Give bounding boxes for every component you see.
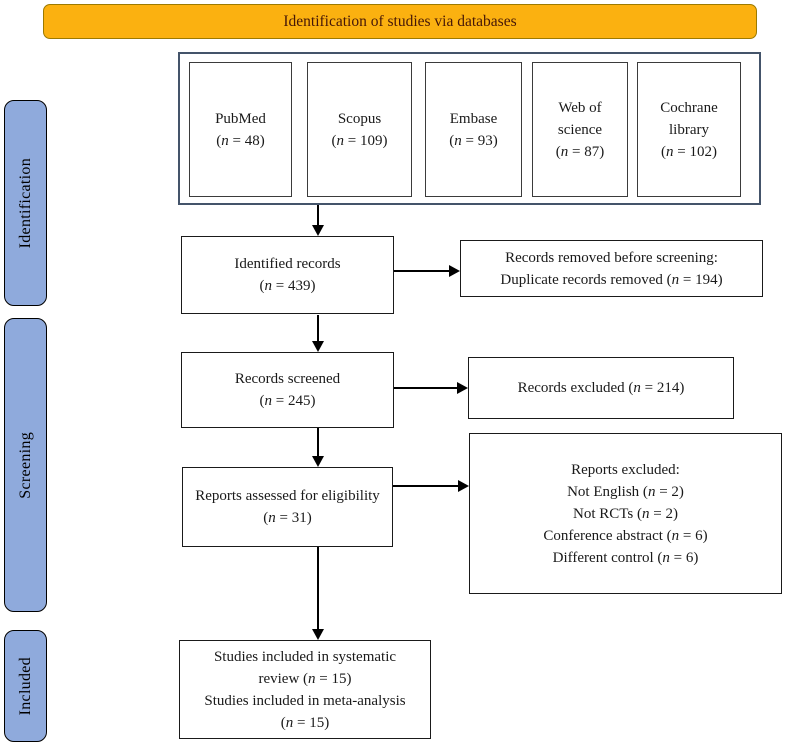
banner-identification-via-databases: Identification of studies via databases bbox=[43, 4, 757, 39]
stage-identification-label: Identification bbox=[16, 157, 34, 249]
db-box-cochrane-library: Cochrane library (n = 102) bbox=[637, 62, 741, 197]
db-count: (n = 93) bbox=[449, 132, 498, 149]
db-count: (n = 102) bbox=[661, 143, 717, 160]
flow-box-line: Records excluded (n = 214) bbox=[517, 380, 685, 396]
flow-box-line: Studies included in systematic bbox=[213, 648, 397, 665]
right-arrow-icon bbox=[393, 480, 469, 492]
db-box-pubmed: PubMed (n = 48) bbox=[189, 62, 292, 197]
db-name: Web of science bbox=[557, 99, 603, 138]
stage-included-label: Included bbox=[16, 656, 34, 716]
right-arrow-icon bbox=[394, 265, 460, 277]
flow-box-identified-records: Identified records (n = 439) bbox=[181, 236, 394, 314]
db-count: (n = 48) bbox=[216, 132, 265, 149]
flow-box-line: Not RCTs (n = 2) bbox=[573, 505, 678, 522]
down-arrow-icon bbox=[312, 547, 324, 640]
flow-box-records-excluded: Records excluded (n = 214) bbox=[468, 357, 734, 419]
flow-box-records-removed: Records removed before screening: Duplic… bbox=[460, 240, 763, 297]
stage-included: Included bbox=[4, 630, 47, 742]
stage-screening: Screening bbox=[4, 318, 47, 612]
db-name: Embase bbox=[449, 110, 498, 127]
flow-box-line: Reports excluded: bbox=[571, 461, 680, 478]
down-arrow-icon bbox=[312, 428, 324, 467]
flow-box-reports-assessed: Reports assessed for eligibility (n = 31… bbox=[182, 467, 393, 547]
flow-box-reports-excluded: Reports excluded: Not English (n = 2) No… bbox=[469, 433, 782, 594]
down-arrow-icon bbox=[312, 315, 324, 352]
db-box-web-of-science: Web of science (n = 87) bbox=[532, 62, 628, 197]
flow-box-line: (n = 31) bbox=[263, 510, 312, 526]
db-name: Scopus bbox=[337, 110, 382, 127]
db-name: Cochrane library bbox=[660, 99, 718, 138]
stage-screening-label: Screening bbox=[16, 431, 34, 499]
flow-box-line: Different control (n = 6) bbox=[552, 549, 699, 566]
db-name: PubMed bbox=[215, 110, 266, 127]
flow-box-line: Duplicate records removed (n = 194) bbox=[500, 271, 723, 288]
flow-box-line: (n = 245) bbox=[259, 393, 316, 409]
right-arrow-icon bbox=[394, 382, 468, 394]
flow-box-records-screened: Records screened (n = 245) bbox=[181, 352, 394, 428]
flow-box-line: Conference abstract (n = 6) bbox=[543, 527, 708, 544]
flow-box-line: Studies included in meta-analysis bbox=[204, 692, 406, 709]
flow-box-line: review (n = 15) bbox=[258, 670, 352, 687]
db-count: (n = 109) bbox=[331, 132, 388, 149]
stage-identification: Identification bbox=[4, 100, 47, 306]
down-arrow-icon bbox=[312, 205, 324, 236]
flow-box-line: (n = 439) bbox=[259, 278, 316, 294]
flow-box-line: (n = 15) bbox=[280, 714, 330, 731]
db-box-scopus: Scopus (n = 109) bbox=[307, 62, 412, 197]
flow-box-studies-included: Studies included in systematic review (n… bbox=[179, 640, 431, 739]
flow-box-line: Reports assessed for eligibility bbox=[195, 488, 380, 504]
db-count: (n = 87) bbox=[555, 143, 605, 160]
flow-box-line: Not English (n = 2) bbox=[567, 483, 684, 500]
flow-box-line: Identified records bbox=[234, 256, 341, 272]
flow-box-line: Records screened bbox=[234, 371, 341, 387]
db-box-embase: Embase (n = 93) bbox=[425, 62, 522, 197]
flow-box-line: Records removed before screening: bbox=[505, 249, 718, 266]
banner-label: Identification of studies via databases bbox=[283, 12, 517, 30]
